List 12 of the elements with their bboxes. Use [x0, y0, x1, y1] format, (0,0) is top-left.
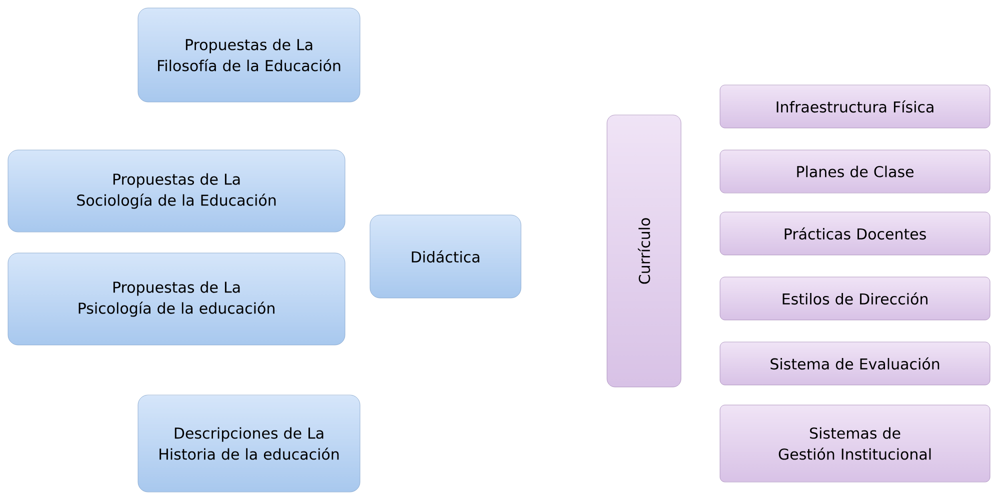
item-box: Estilos de Dirección	[720, 276, 990, 320]
item-box: Sistemas de Gestión Institucional	[720, 404, 990, 482]
item-box: Infraestructura Física	[720, 84, 990, 128]
topic-box: Propuestas de La Sociología de la Educación	[8, 150, 346, 232]
vertical-box: Currículo	[606, 114, 682, 388]
item-box: Sistema de Evaluación	[720, 342, 990, 386]
item-box: Prácticas Docentes	[720, 212, 990, 256]
topic-box: Didáctica	[370, 214, 522, 298]
topic-box: Propuestas de La Filosofía de la Educación	[138, 8, 360, 102]
item-box: Planes de Clase	[720, 150, 990, 194]
topic-box: Descripciones de La Historia de la educación	[138, 394, 360, 492]
topic-box: Propuestas de La Psicología de la educación	[8, 252, 346, 346]
